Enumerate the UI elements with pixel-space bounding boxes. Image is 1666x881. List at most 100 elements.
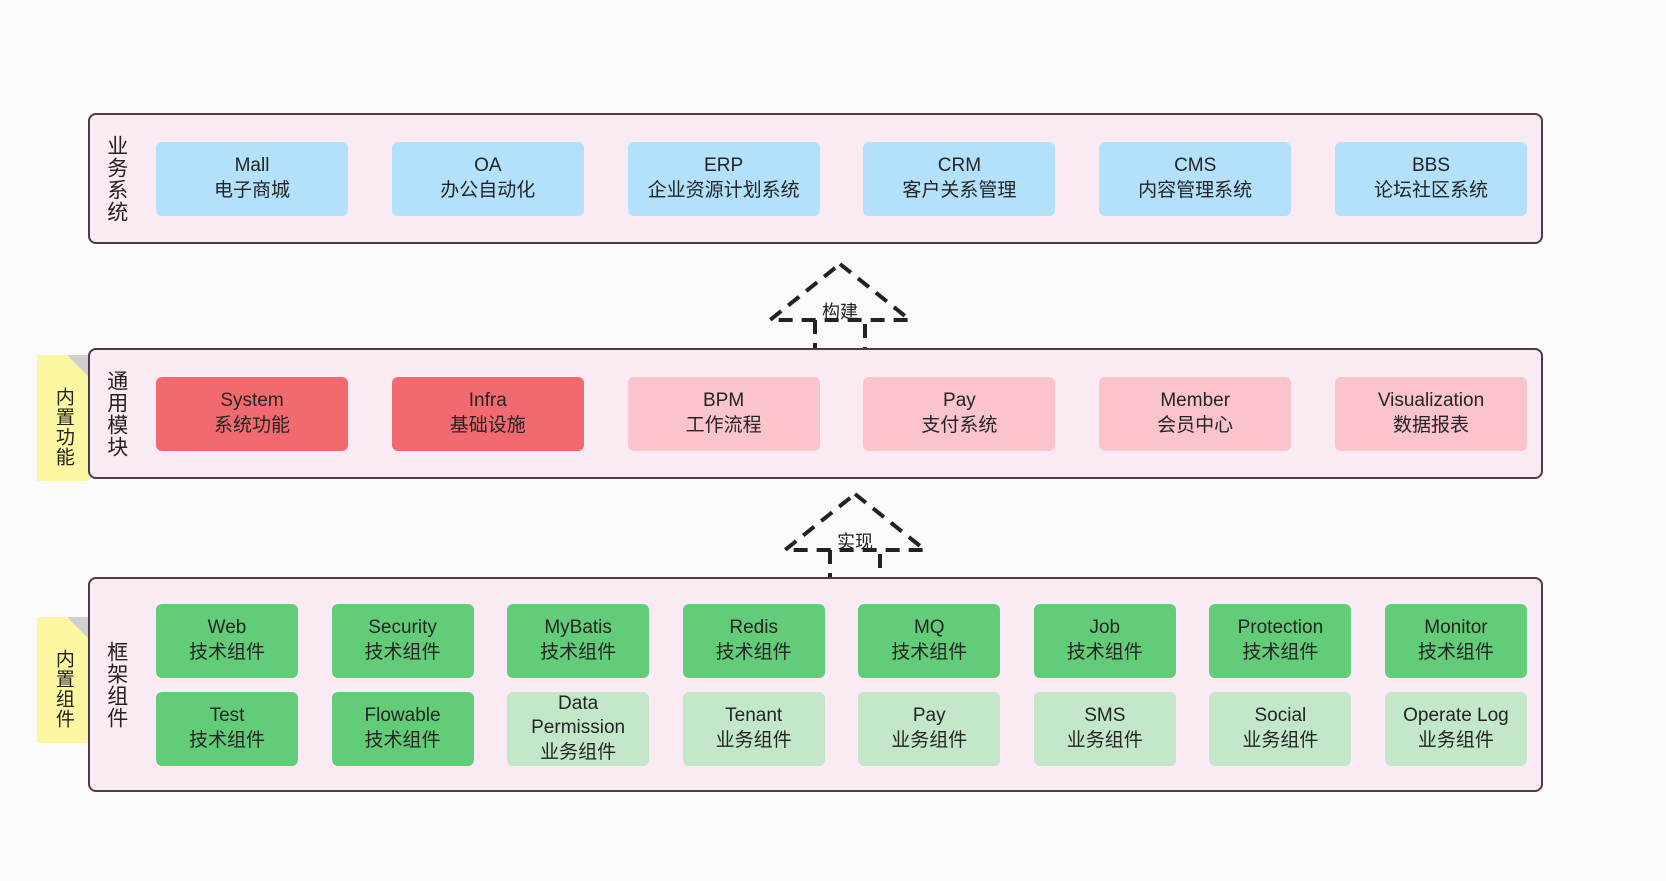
node-web-desc: 技术组件 bbox=[188, 641, 265, 663]
node-tenant-desc: 业务组件 bbox=[715, 729, 792, 751]
node-crm-desc: 客户关系管理 bbox=[902, 179, 1017, 201]
node-social-desc: 业务组件 bbox=[1242, 729, 1319, 751]
node-oa-desc: 办公自动化 bbox=[440, 179, 536, 201]
layer-business-nodes: Mall 电子商城 OA 办公自动化 ERP 企业资源计划系统 CRM 客户关系… bbox=[142, 115, 1541, 242]
node-oa[interactable]: OA 办公自动化 bbox=[391, 141, 584, 216]
node-flowable[interactable]: Flowable 技术组件 bbox=[331, 691, 474, 766]
node-system[interactable]: System 系统功能 bbox=[156, 376, 348, 451]
node-social[interactable]: Social 业务组件 bbox=[1209, 691, 1352, 766]
connector-realize: 实现 bbox=[775, 488, 935, 584]
node-sms-name: SMS bbox=[1084, 705, 1126, 727]
node-security-name: Security bbox=[368, 617, 437, 639]
sticky-note-builtin-functions-label: 内置功能 bbox=[52, 387, 74, 467]
node-web[interactable]: Web 技术组件 bbox=[156, 603, 298, 678]
layer-modules-title: 通用模块 bbox=[104, 369, 128, 458]
sticky-note-builtin-components-label: 内置组件 bbox=[52, 649, 74, 729]
node-bpm[interactable]: BPM 工作流程 bbox=[627, 376, 820, 451]
node-job-desc: 技术组件 bbox=[1066, 641, 1143, 663]
connector-realize-label: 实现 bbox=[837, 532, 873, 552]
node-mq-desc: 技术组件 bbox=[891, 641, 968, 663]
node-social-name: Social bbox=[1254, 705, 1307, 727]
layer-business-systems: 业务系统 Mall 电子商城 OA 办公自动化 ERP 企业资源计划系统 CRM… bbox=[88, 113, 1543, 244]
node-mall[interactable]: Mall 电子商城 bbox=[156, 141, 348, 216]
node-data-permission[interactable]: Data Permission 业务组件 bbox=[507, 691, 650, 766]
node-infra-name: Infra bbox=[468, 390, 507, 412]
node-bbs-name: BBS bbox=[1411, 155, 1450, 177]
node-mall-name: Mall bbox=[234, 155, 270, 177]
framework-row-technical: Web 技术组件 Security 技术组件 MyBatis 技术组件 Redi… bbox=[156, 603, 1527, 678]
node-visualization[interactable]: Visualization 数据报表 bbox=[1334, 376, 1527, 451]
sticky-note-builtin-functions: 内置功能 bbox=[37, 355, 89, 481]
connector-build-label: 构建 bbox=[822, 302, 858, 322]
node-cms[interactable]: CMS 内容管理系统 bbox=[1099, 141, 1292, 216]
node-data-permission-name: Data Permission bbox=[531, 693, 626, 739]
node-monitor-name: Monitor bbox=[1424, 617, 1488, 639]
node-tenant-name: Tenant bbox=[725, 705, 783, 727]
node-pay-component[interactable]: Pay 业务组件 bbox=[858, 691, 1001, 766]
node-monitor[interactable]: Monitor 技术组件 bbox=[1384, 603, 1527, 678]
node-cms-name: CMS bbox=[1174, 155, 1217, 177]
node-test[interactable]: Test 技术组件 bbox=[156, 691, 298, 766]
node-mq-name: MQ bbox=[913, 617, 945, 639]
node-mybatis-name: MyBatis bbox=[544, 617, 612, 639]
layer-modules-nodes: System 系统功能 Infra 基础设施 BPM 工作流程 Pay 支付系统… bbox=[142, 350, 1541, 477]
node-sms-desc: 业务组件 bbox=[1066, 729, 1143, 751]
layer-common-modules: 通用模块 System 系统功能 Infra 基础设施 BPM 工作流程 Pay… bbox=[88, 348, 1543, 479]
node-redis[interactable]: Redis 技术组件 bbox=[682, 603, 825, 678]
node-security-desc: 技术组件 bbox=[364, 641, 441, 663]
node-monitor-desc: 技术组件 bbox=[1417, 641, 1494, 663]
node-redis-desc: 技术组件 bbox=[715, 641, 792, 663]
node-sms[interactable]: SMS 业务组件 bbox=[1033, 691, 1176, 766]
node-pay-component-desc: 业务组件 bbox=[891, 729, 968, 751]
node-web-name: Web bbox=[207, 617, 247, 639]
node-pay-module[interactable]: Pay 支付系统 bbox=[863, 376, 1056, 451]
node-infra[interactable]: Infra 基础设施 bbox=[391, 376, 584, 451]
layer-business-title: 业务系统 bbox=[104, 134, 128, 223]
node-visualization-name: Visualization bbox=[1377, 390, 1485, 412]
node-pay-module-name: Pay bbox=[943, 390, 976, 412]
node-mall-desc: 电子商城 bbox=[213, 179, 290, 201]
layer-framework-nodes: Web 技术组件 Security 技术组件 MyBatis 技术组件 Redi… bbox=[142, 579, 1541, 790]
node-erp-name: ERP bbox=[704, 155, 744, 177]
node-protection-desc: 技术组件 bbox=[1242, 641, 1319, 663]
node-system-desc: 系统功能 bbox=[213, 414, 290, 436]
node-mybatis[interactable]: MyBatis 技术组件 bbox=[507, 603, 650, 678]
node-system-name: System bbox=[220, 390, 284, 412]
node-redis-name: Redis bbox=[729, 617, 778, 639]
node-protection-name: Protection bbox=[1237, 617, 1324, 639]
node-operate-log-desc: 业务组件 bbox=[1417, 729, 1494, 751]
node-flowable-name: Flowable bbox=[364, 705, 441, 727]
node-erp-desc: 企业资源计划系统 bbox=[647, 179, 800, 201]
framework-row-business: Test 技术组件 Flowable 技术组件 Data Permission … bbox=[156, 691, 1527, 766]
node-data-permission-desc: 业务组件 bbox=[540, 741, 617, 763]
node-crm[interactable]: CRM 客户关系管理 bbox=[863, 141, 1056, 216]
node-operate-log[interactable]: Operate Log 业务组件 bbox=[1384, 691, 1527, 766]
node-bpm-name: BPM bbox=[703, 390, 745, 412]
node-bbs[interactable]: BBS 论坛社区系统 bbox=[1334, 141, 1527, 216]
node-crm-name: CRM bbox=[937, 155, 982, 177]
node-oa-name: OA bbox=[474, 155, 502, 177]
layer-framework-title: 框架组件 bbox=[104, 640, 128, 729]
node-mq[interactable]: MQ 技术组件 bbox=[858, 603, 1001, 678]
node-protection[interactable]: Protection 技术组件 bbox=[1209, 603, 1352, 678]
node-bpm-desc: 工作流程 bbox=[685, 414, 762, 436]
node-visualization-desc: 数据报表 bbox=[1392, 414, 1469, 436]
node-test-desc: 技术组件 bbox=[188, 729, 265, 751]
node-security[interactable]: Security 技术组件 bbox=[331, 603, 474, 678]
node-tenant[interactable]: Tenant 业务组件 bbox=[682, 691, 825, 766]
node-infra-desc: 基础设施 bbox=[449, 414, 526, 436]
node-member-name: Member bbox=[1160, 390, 1231, 412]
node-mybatis-desc: 技术组件 bbox=[540, 641, 617, 663]
node-erp[interactable]: ERP 企业资源计划系统 bbox=[627, 141, 820, 216]
node-test-name: Test bbox=[209, 705, 245, 727]
node-operate-log-name: Operate Log bbox=[1403, 705, 1509, 727]
node-pay-component-name: Pay bbox=[912, 705, 946, 727]
layer-framework-components: 框架组件 Web 技术组件 Security 技术组件 MyBatis 技术组件… bbox=[88, 577, 1543, 792]
sticky-note-builtin-components: 内置组件 bbox=[37, 617, 89, 743]
node-pay-module-desc: 支付系统 bbox=[921, 414, 998, 436]
node-member-desc: 会员中心 bbox=[1157, 414, 1234, 436]
node-member[interactable]: Member 会员中心 bbox=[1099, 376, 1292, 451]
node-cms-desc: 内容管理系统 bbox=[1138, 179, 1253, 201]
node-job[interactable]: Job 技术组件 bbox=[1033, 603, 1176, 678]
